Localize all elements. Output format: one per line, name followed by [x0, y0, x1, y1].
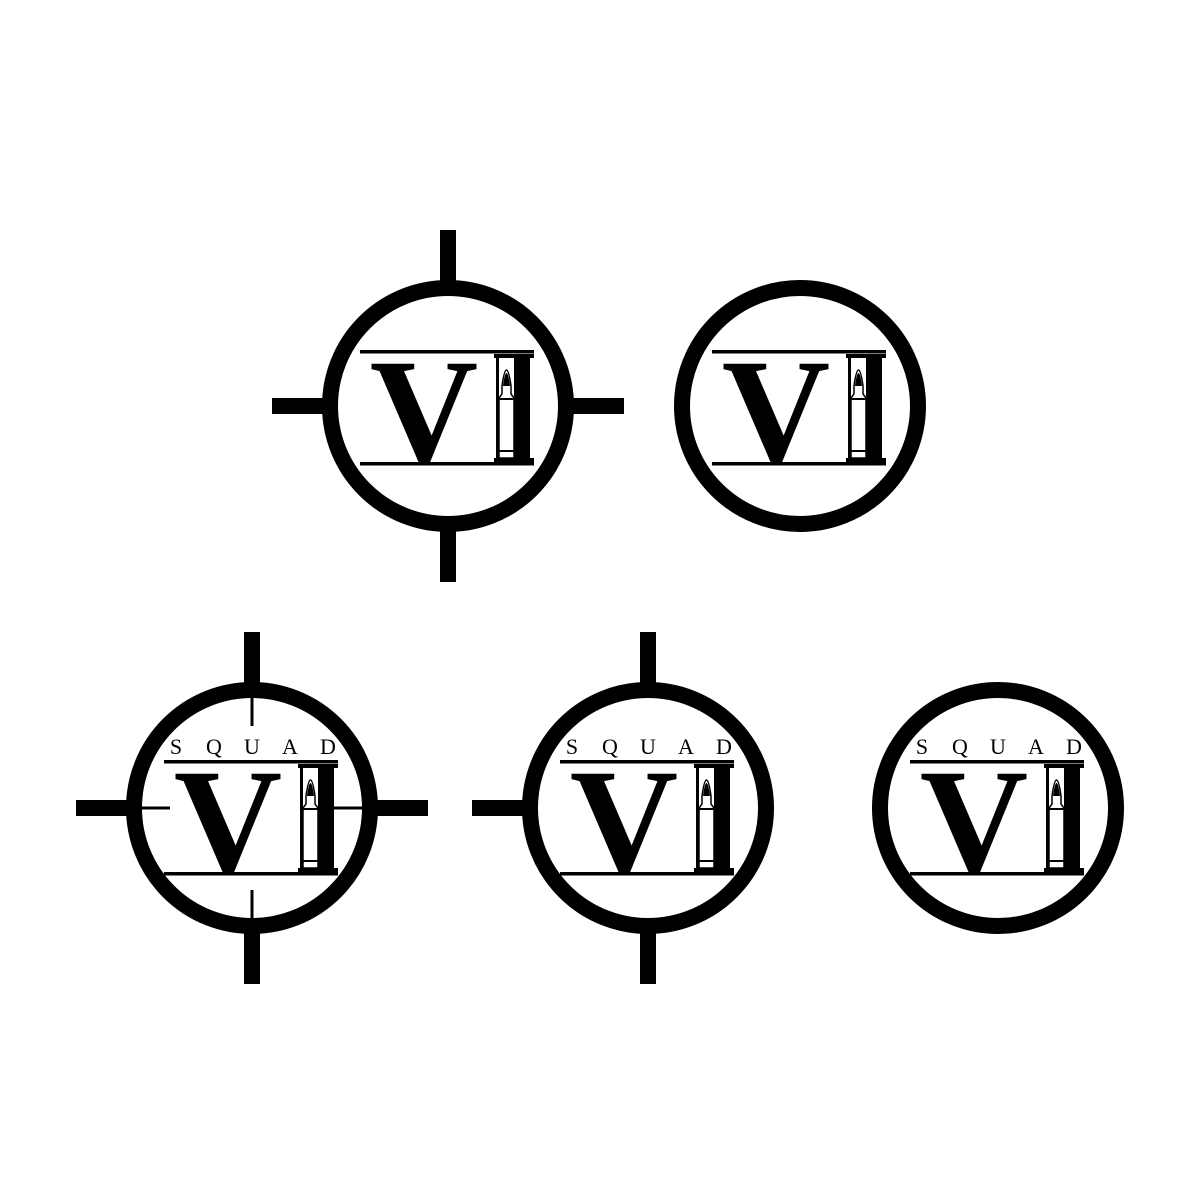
bullet-cartridge-icon	[694, 764, 734, 872]
crosshair-right	[374, 800, 428, 816]
squad-letter: Q	[206, 734, 222, 759]
squad-letter: D	[320, 734, 336, 759]
logo-variant-ring-only: V	[620, 226, 980, 586]
numeral-v-letter: V	[174, 739, 282, 905]
squad-letter: Q	[952, 734, 968, 759]
squad-letter: S	[916, 734, 928, 759]
crosshair-top	[440, 230, 456, 284]
squad-letter: A	[1028, 734, 1044, 759]
crosshair-left	[472, 800, 526, 816]
crosshair-top	[640, 632, 656, 686]
numeral-bottom-bar	[712, 462, 886, 466]
squad-letter: D	[1066, 734, 1082, 759]
crosshair-left	[272, 398, 326, 414]
numeral-v-letter: V	[570, 739, 678, 905]
squad-letter: A	[282, 734, 298, 759]
squad-letter: U	[640, 734, 656, 759]
squad-letter: S	[566, 734, 578, 759]
numeral-top-bar	[910, 760, 1084, 764]
reticle-ring	[674, 280, 926, 532]
reticle-ring	[322, 280, 574, 532]
squad-letter: A	[678, 734, 694, 759]
squad-letter: U	[244, 734, 260, 759]
squad-letter: S	[170, 734, 182, 759]
reticle-ring	[872, 682, 1124, 934]
numeral-top-bar	[712, 350, 886, 354]
crosshair-reticle-icon	[272, 230, 624, 582]
crosshair-reticle-icon	[76, 632, 428, 984]
bullet-cartridge-icon	[846, 354, 886, 462]
numeral-bottom-bar	[164, 872, 338, 876]
numeral-v-letter: V	[920, 739, 1028, 905]
numeral-bottom-bar	[360, 462, 534, 466]
reticle-ring	[522, 682, 774, 934]
logo-crosshair-full: V	[272, 230, 624, 582]
crosshair-right	[570, 398, 624, 414]
bullet-cartridge-icon	[494, 354, 534, 462]
crosshair-top	[244, 632, 260, 686]
numeral-v-letter: V	[722, 329, 830, 495]
reticle-ring	[126, 682, 378, 934]
squad-letter: Q	[602, 734, 618, 759]
numeral-bottom-bar	[560, 872, 734, 876]
bullet-cartridge-icon	[1044, 764, 1084, 872]
crosshair-bottom	[244, 930, 260, 984]
numeral-top-bar	[164, 760, 338, 764]
monogram: V	[360, 329, 534, 495]
bullet-cartridge-icon	[298, 764, 338, 872]
crosshair-bottom	[640, 930, 656, 984]
logo-variant-crosshair-full: V	[268, 226, 628, 586]
logo-ring-only: V	[674, 280, 926, 532]
numeral-top-bar	[360, 350, 534, 354]
crosshair-bottom	[440, 528, 456, 582]
squad-letter: D	[716, 734, 732, 759]
monogram: V	[712, 329, 886, 495]
numeral-top-bar	[560, 760, 734, 764]
numeral-bottom-bar	[910, 872, 1084, 876]
crosshair-left	[76, 800, 130, 816]
numeral-v-letter: V	[370, 329, 478, 495]
crosshair-reticle-icon	[472, 632, 656, 984]
squad-letter: U	[990, 734, 1006, 759]
